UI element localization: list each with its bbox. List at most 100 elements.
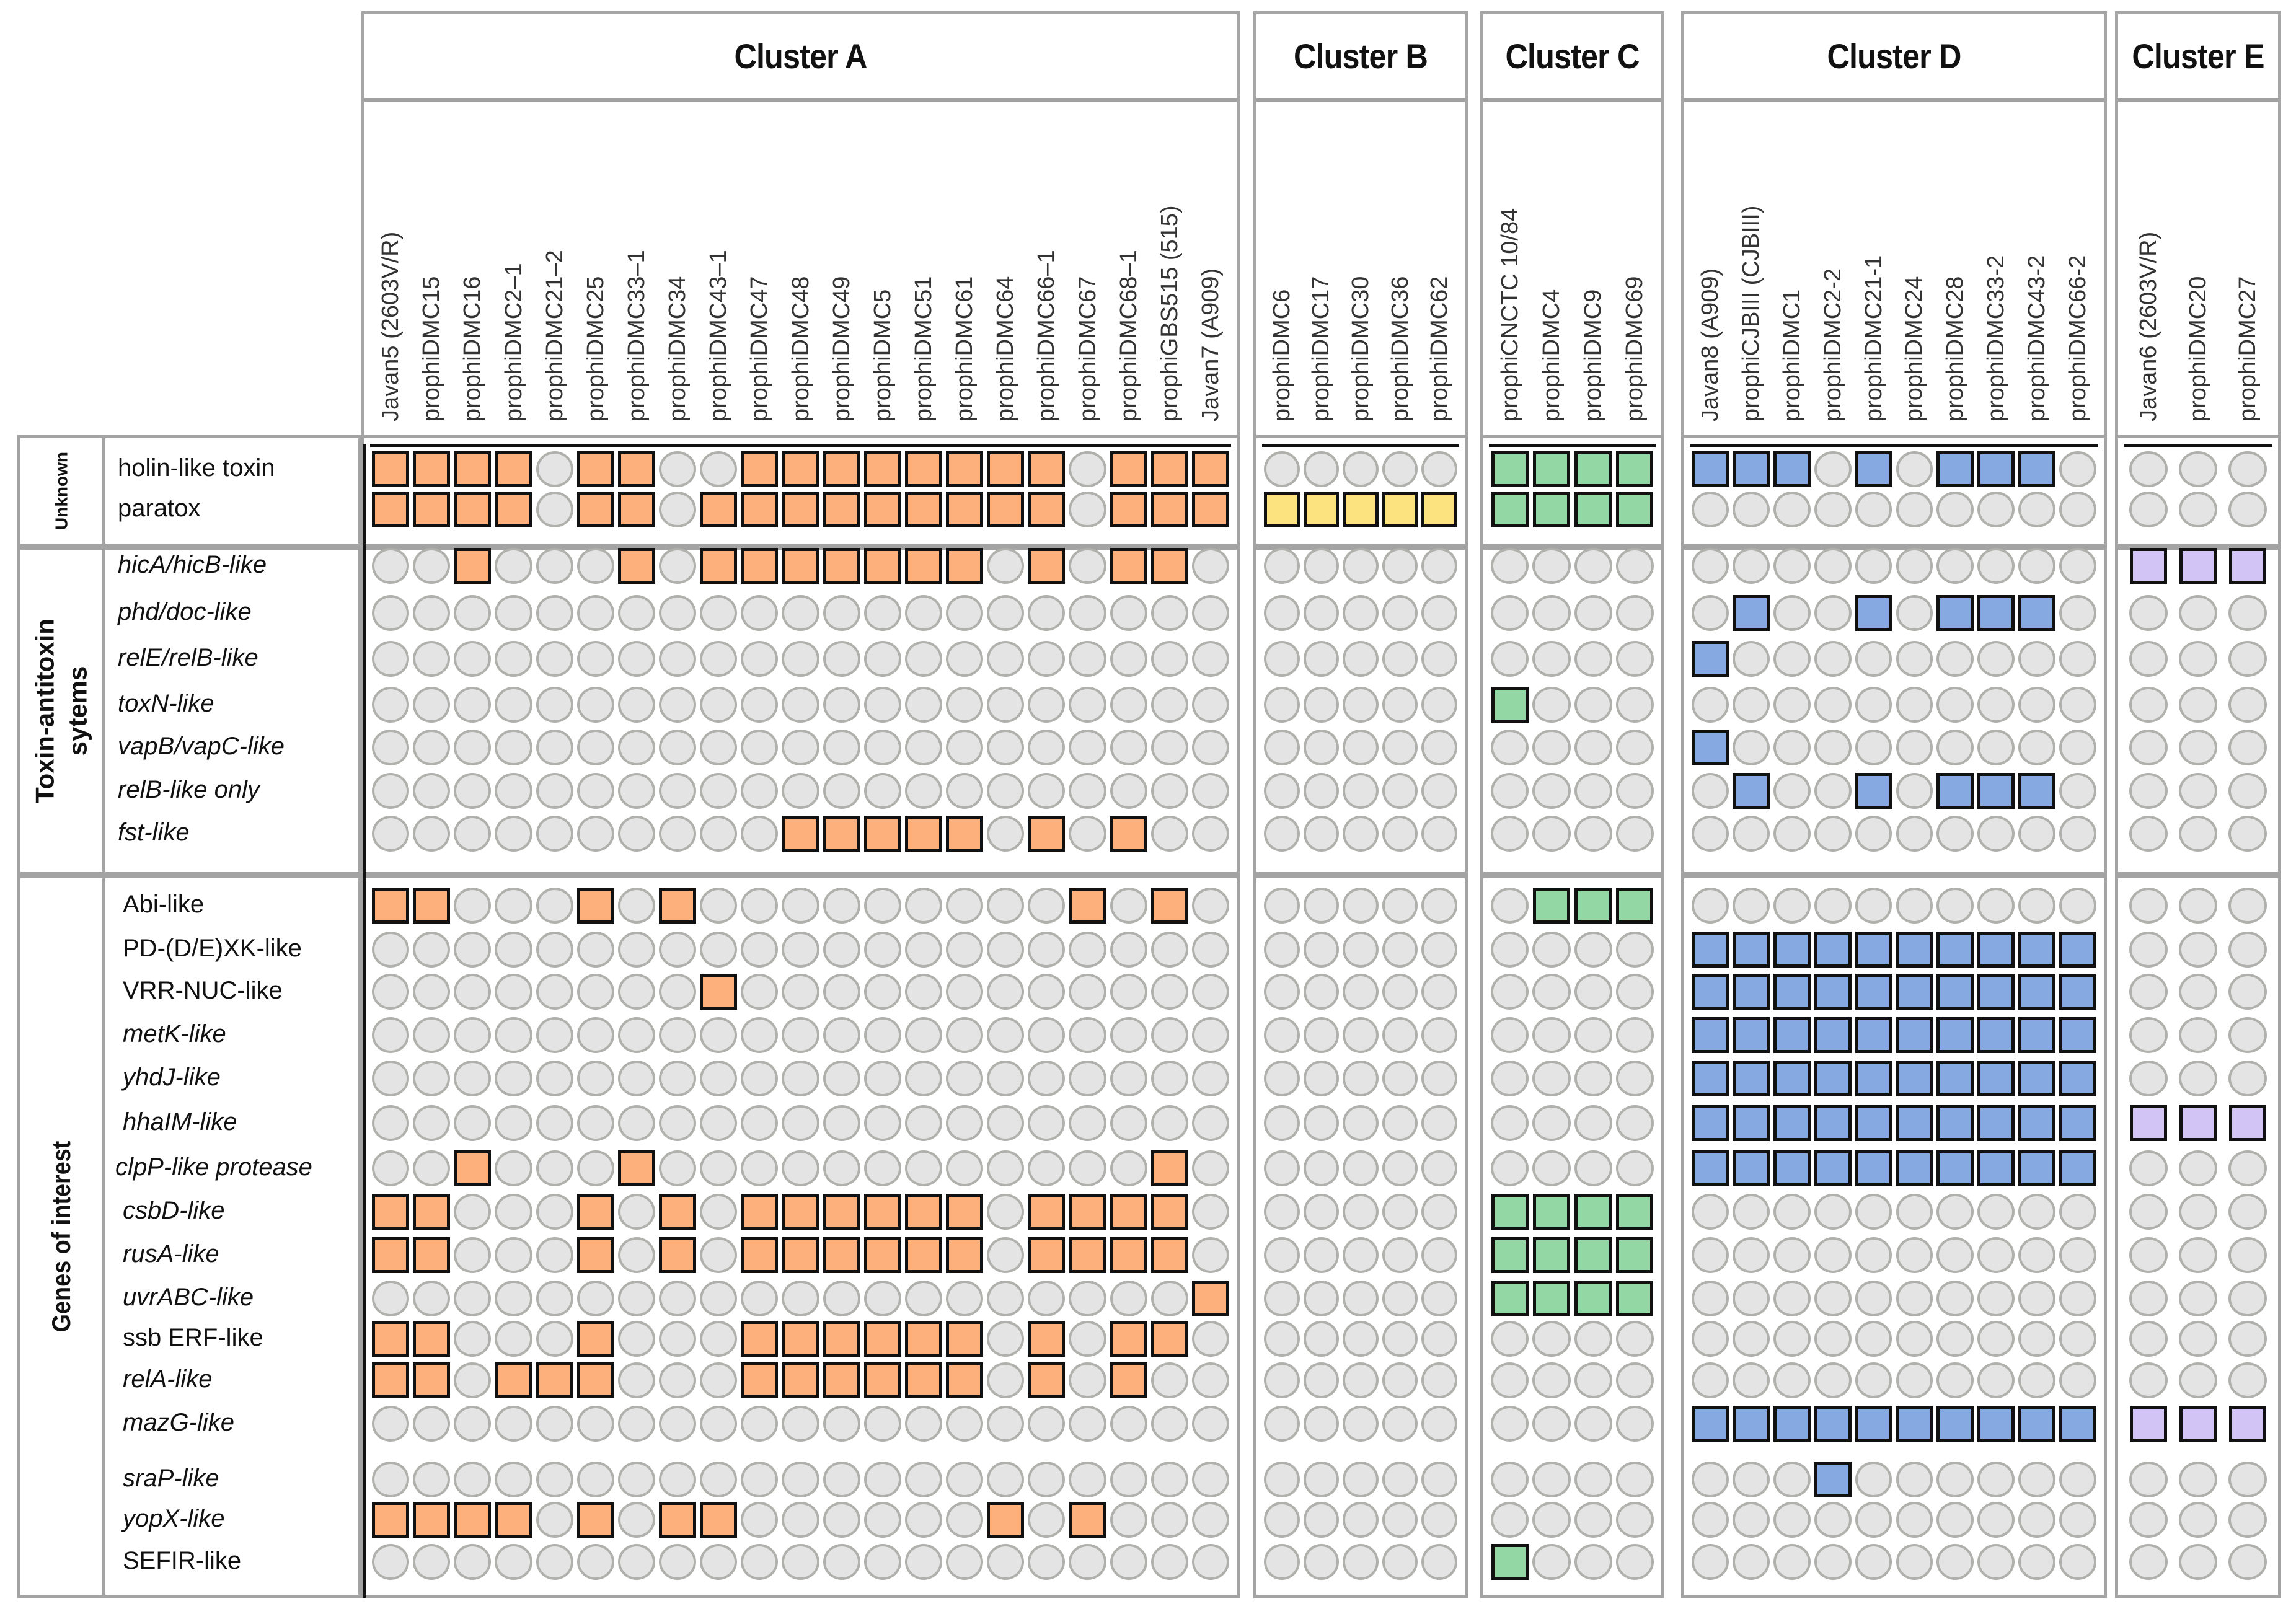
absence-circle	[2018, 1194, 2056, 1230]
presence-square	[1773, 974, 1811, 1010]
absence-circle	[413, 1462, 451, 1497]
absence-circle	[1303, 888, 1340, 924]
absence-circle	[1814, 1194, 1852, 1230]
presence-square	[1814, 1017, 1852, 1053]
absence-circle	[659, 773, 697, 809]
absence-circle	[2228, 1502, 2267, 1538]
presence-square	[1150, 548, 1188, 584]
absence-circle	[1191, 1017, 1229, 1053]
absence-circle	[2179, 773, 2217, 809]
presence-square	[1532, 1194, 1570, 1230]
absence-circle	[1855, 1462, 1892, 1497]
absence-circle	[987, 1406, 1025, 1442]
presence-square	[1028, 1194, 1066, 1230]
absence-circle	[1773, 1502, 1811, 1538]
absence-circle	[1732, 1362, 1770, 1398]
absence-circle	[1977, 687, 2015, 723]
absence-circle	[1264, 730, 1300, 765]
presence-square	[413, 1502, 451, 1538]
absence-circle	[454, 888, 492, 924]
absence-circle	[1150, 932, 1188, 968]
absence-circle	[1191, 932, 1229, 968]
presence-square	[1532, 1237, 1570, 1273]
absence-circle	[1977, 1362, 2015, 1398]
absence-circle	[1421, 816, 1457, 852]
category-section-0	[17, 435, 361, 547]
absence-circle	[2018, 1544, 2056, 1580]
gene-row-label: hicA/hicB-like	[118, 551, 267, 578]
presence-square	[1977, 932, 2015, 968]
category-section-1	[17, 547, 361, 875]
cluster-section-box	[2115, 435, 2281, 547]
absence-circle	[454, 641, 492, 677]
presence-square	[863, 492, 901, 527]
absence-circle	[1574, 1544, 1612, 1580]
absence-circle	[904, 888, 942, 924]
absence-circle	[1110, 1406, 1147, 1442]
absence-circle	[1150, 816, 1188, 852]
gene-row-label: mazG-like	[123, 1409, 235, 1436]
absence-circle	[1896, 1544, 1933, 1580]
absence-circle	[1814, 687, 1852, 723]
absence-circle	[987, 974, 1025, 1010]
presence-square	[2059, 1017, 2096, 1053]
absence-circle	[863, 1105, 901, 1141]
presence-square	[1150, 1194, 1188, 1230]
cluster-section-box	[1480, 875, 1664, 1598]
absence-circle	[1069, 595, 1106, 631]
absence-circle	[413, 1017, 451, 1053]
absence-circle	[1110, 773, 1147, 809]
absence-circle	[1191, 730, 1229, 765]
presence-square	[1069, 888, 1106, 924]
absence-circle	[987, 773, 1025, 809]
absence-circle	[1896, 687, 1933, 723]
absence-circle	[2059, 1502, 2096, 1538]
absence-circle	[659, 492, 697, 527]
absence-circle	[659, 548, 697, 584]
absence-circle	[1110, 1017, 1147, 1053]
absence-circle	[946, 1061, 984, 1096]
absence-circle	[2059, 687, 2096, 723]
cluster-section-box	[1681, 435, 2107, 547]
absence-circle	[1343, 548, 1379, 584]
absence-circle	[1896, 595, 1933, 631]
absence-circle	[2059, 548, 2096, 584]
cluster-top-rule	[1690, 444, 2098, 447]
absence-circle	[536, 641, 573, 677]
absence-circle	[863, 1017, 901, 1053]
absence-circle	[2228, 1462, 2267, 1497]
absence-circle	[1264, 1237, 1300, 1273]
absence-circle	[2179, 1502, 2217, 1538]
absence-circle	[1150, 974, 1188, 1010]
phage-label: prophiDMC43–1	[705, 250, 732, 421]
absence-circle	[454, 816, 492, 852]
absence-circle	[2228, 773, 2267, 809]
absence-circle	[1191, 1237, 1229, 1273]
absence-circle	[946, 1406, 984, 1442]
absence-circle	[413, 548, 451, 584]
absence-circle	[1191, 1194, 1229, 1230]
presence-square	[2018, 595, 2056, 631]
absence-circle	[863, 730, 901, 765]
absence-circle	[1574, 773, 1612, 809]
absence-circle	[454, 595, 492, 631]
absence-circle	[1692, 1237, 1729, 1273]
absence-circle	[946, 1105, 984, 1141]
absence-circle	[1574, 1462, 1612, 1497]
presence-square	[2130, 548, 2167, 584]
absence-circle	[1855, 492, 1892, 527]
absence-circle	[741, 816, 779, 852]
gene-row-label: csbD-like	[123, 1197, 225, 1224]
absence-circle	[659, 1017, 697, 1053]
absence-circle	[1343, 1150, 1379, 1186]
absence-circle	[1692, 1194, 1729, 1230]
absence-circle	[946, 932, 984, 968]
presence-square	[1773, 932, 1811, 968]
absence-circle	[495, 1406, 532, 1442]
gene-row-label: sraP-like	[123, 1465, 219, 1492]
presence-square	[782, 451, 819, 487]
absence-circle	[1574, 595, 1612, 631]
gene-row-label: hhaIM-like	[123, 1108, 237, 1136]
absence-circle	[1692, 548, 1729, 584]
